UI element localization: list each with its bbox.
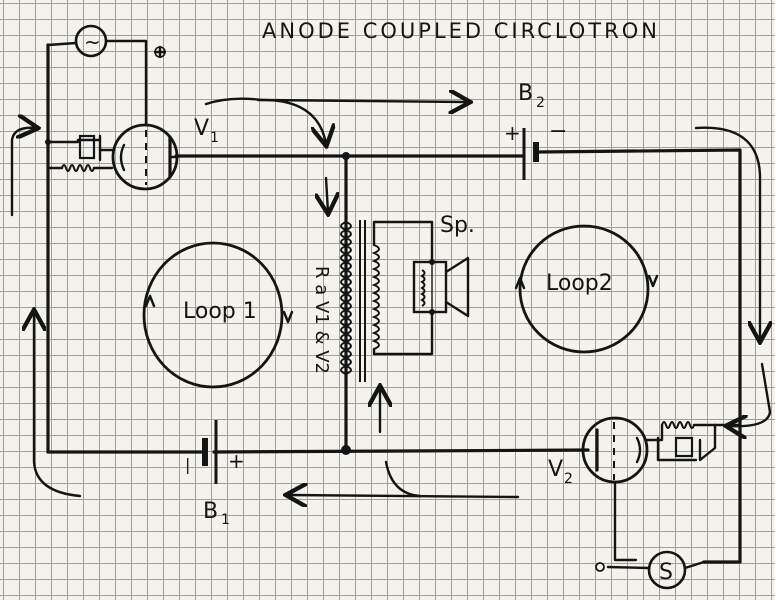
v1-label-sub: 1 [210, 130, 219, 146]
b1-plus-sign: + [228, 449, 245, 473]
speaker-label: Sp. [440, 213, 475, 238]
loop2-circle [518, 224, 650, 354]
bottom-curve [384, 460, 422, 498]
v1-label: V [194, 116, 209, 141]
loop2-arrow-right [647, 274, 659, 288]
b1-label: B [203, 499, 218, 524]
b2-label-sub: 2 [536, 95, 545, 111]
transformer-down-arrow [326, 176, 328, 212]
loop1-arrow-right [282, 310, 294, 324]
v1-heater-supply: ~ [46, 24, 167, 126]
v2-label-sub: 2 [564, 471, 573, 487]
right-down-arrow [694, 126, 760, 340]
v2-label: V [548, 457, 563, 482]
b1-minus-sign: | [185, 455, 190, 474]
v2-heater-supply: S [595, 550, 706, 590]
transformer-label: R a V1 & V2 [311, 266, 332, 374]
b2-label: B [518, 81, 533, 106]
v1-grid-network [46, 134, 116, 172]
loop2-arrow-left [514, 276, 526, 290]
left-up-arrow [10, 128, 36, 217]
top-down-arrow [256, 98, 326, 144]
heater-source-symbol: ~ [84, 30, 101, 54]
bottom-node [341, 445, 351, 455]
output-transformer [340, 220, 434, 382]
terminal-mark-2 [595, 562, 605, 572]
right-bottom-arrow [728, 362, 772, 426]
v2-grid-network [645, 421, 717, 462]
bottom-left-arrow [288, 495, 520, 497]
b1-label-sub: 1 [221, 512, 230, 528]
b2-minus-sign: − [549, 119, 567, 144]
heater-source-symbol-2: S [659, 560, 673, 585]
loop1-label: Loop 1 [183, 299, 257, 324]
loop1-circle [142, 241, 284, 389]
diagram-title: ANODE COUPLED CIRCLOTRON [262, 19, 660, 43]
speaker-icon [412, 256, 470, 318]
left-bottom-arrow [34, 312, 82, 498]
loop1-arrow-left [144, 294, 156, 308]
tube-v1 [111, 123, 179, 191]
b2-plus-sign: + [504, 121, 521, 145]
battery-b2 [522, 128, 539, 180]
bottom-right-wire [212, 448, 590, 454]
battery-b1 [202, 420, 218, 484]
top-current-arrow [204, 99, 468, 104]
heater-source-icon-2 [647, 550, 687, 590]
loop2-label: Loop2 [546, 271, 613, 296]
right-wire [536, 148, 742, 564]
tube-v2 [581, 416, 649, 562]
top-node [342, 152, 350, 160]
